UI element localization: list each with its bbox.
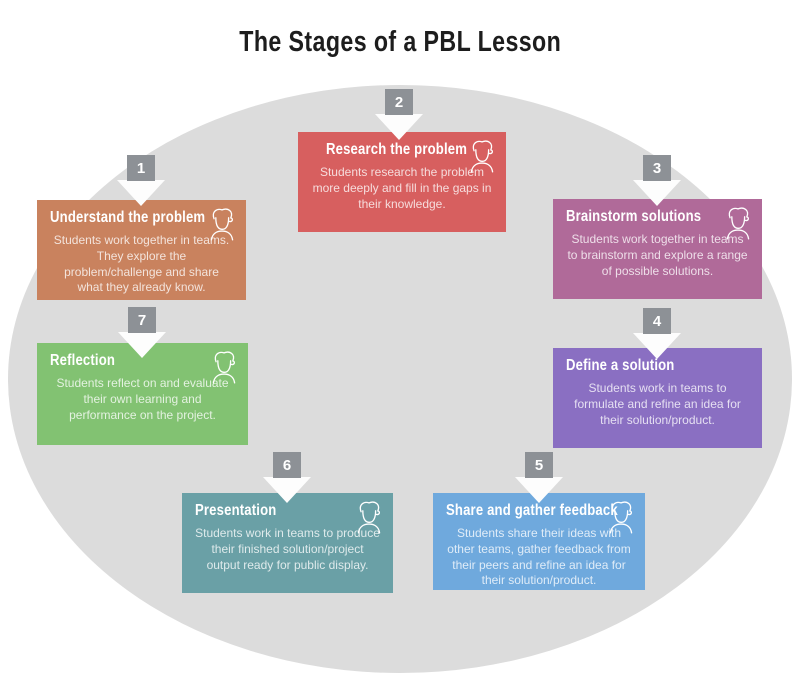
- stage-title: Understand the problem: [50, 209, 206, 226]
- stage-2-number-badge: 2: [385, 89, 413, 115]
- stage-5-number-badge: 5: [525, 452, 553, 478]
- person-icon: [207, 207, 237, 246]
- person-icon: [467, 139, 497, 178]
- stage-4-number-badge: 4: [643, 308, 671, 334]
- stage-description: Students work in teams to produce their …: [195, 526, 380, 572]
- person-icon: [606, 500, 636, 539]
- stage-6-number-badge: 6: [273, 452, 301, 478]
- stage-description: Students work in teams to formulate and …: [574, 381, 741, 427]
- stage-title: Reflection: [50, 352, 116, 369]
- stage-description: Students reflect on and evaluate their o…: [56, 376, 229, 422]
- stage-7-card: Reflection Students reflect on and evalu…: [37, 343, 248, 445]
- stage-description: Students research the problem more deepl…: [312, 165, 492, 211]
- stage-7-number-badge: 7: [128, 307, 156, 333]
- stage-title: Define a solution: [566, 357, 675, 374]
- stage-5-card: Share and gather feedback Students share…: [433, 493, 645, 590]
- person-icon: [723, 206, 753, 245]
- page-title: The Stages of a PBL Lesson: [0, 26, 800, 59]
- stage-2-card: Research the problem Students research t…: [298, 132, 506, 232]
- stage-description: Students share their ideas with other te…: [447, 526, 631, 588]
- stage-title: Share and gather feedback: [446, 502, 618, 519]
- stage-description: Students work together in teams to brain…: [567, 232, 748, 278]
- stage-3-number-badge: 3: [643, 155, 671, 181]
- stage-description: Students work together in teams. They ex…: [53, 233, 230, 295]
- stage-4-card: Define a solution Students work in teams…: [553, 348, 762, 448]
- stage-3-card: Brainstorm solutions Students work toget…: [553, 199, 762, 299]
- page-title-text: The Stages of a PBL Lesson: [239, 26, 561, 58]
- person-icon: [354, 500, 384, 539]
- stage-title: Research the problem: [326, 141, 468, 158]
- stage-1-card: Understand the problem Students work tog…: [37, 200, 246, 300]
- stage-6-card: Presentation Students work in teams to p…: [182, 493, 393, 593]
- stage-1-number-badge: 1: [127, 155, 155, 181]
- person-icon: [209, 350, 239, 389]
- stage-title: Brainstorm solutions: [566, 208, 702, 225]
- stage-title: Presentation: [195, 502, 277, 519]
